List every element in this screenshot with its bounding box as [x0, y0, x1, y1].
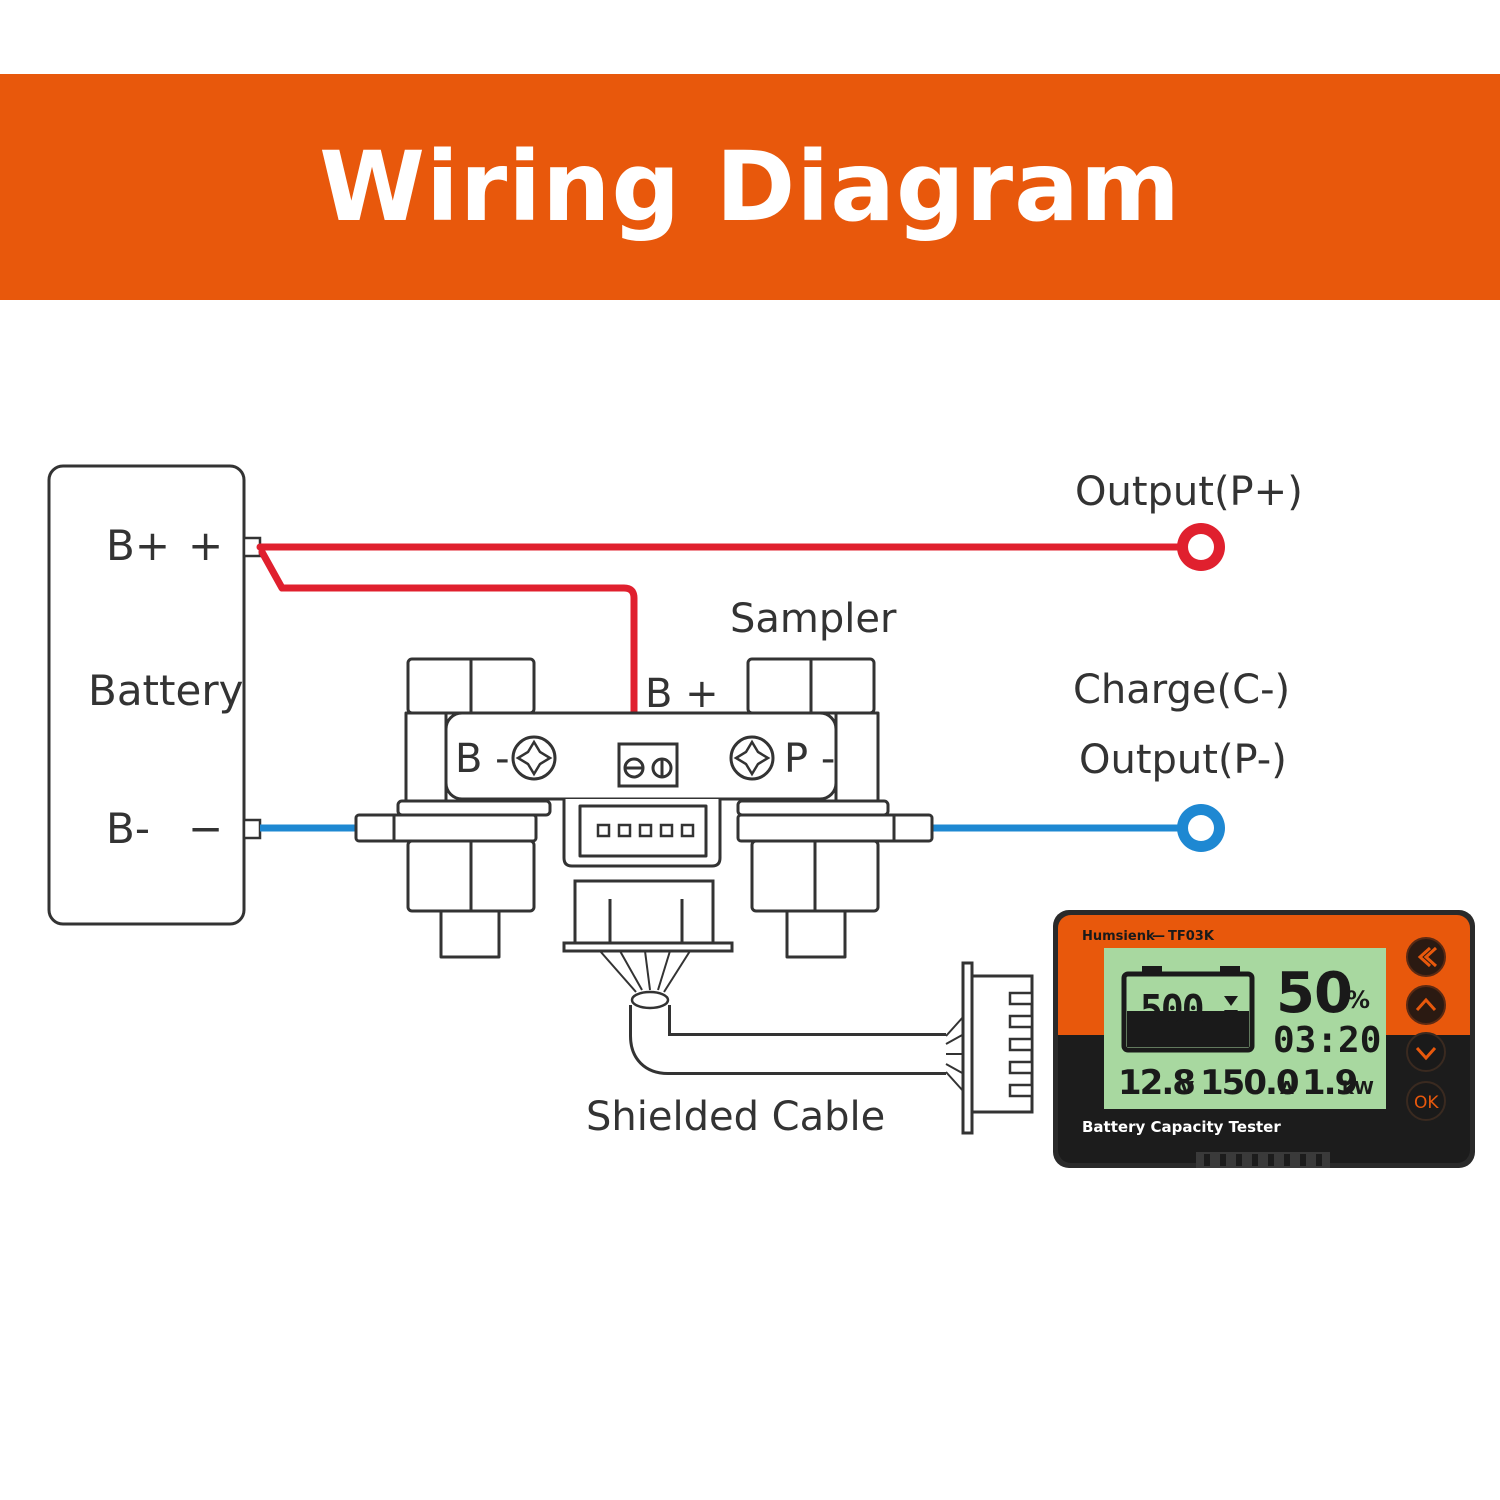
- meter-model: TF03K: [1168, 929, 1215, 944]
- lcd-power-unit: kW: [1342, 1078, 1374, 1099]
- meter-back-button[interactable]: [1406, 937, 1446, 977]
- lcd-percent-unit: %: [1346, 986, 1370, 1014]
- meter-plug: [961, 961, 1034, 1135]
- output-negative-label: Output(P-): [1079, 737, 1287, 783]
- cable-fan-wires: [599, 950, 691, 993]
- positive-wires: [256, 543, 1202, 772]
- page-title: Wiring Diagram: [319, 131, 1181, 243]
- battery-neg-label: B-: [106, 804, 150, 853]
- meter-ok-label: OK: [1414, 1093, 1439, 1113]
- chevron-up-icon: [1415, 997, 1437, 1012]
- battery-neg-sign: −: [188, 804, 223, 853]
- sampler-connector-pins: [596, 823, 695, 838]
- battery-neg-terminal: [242, 818, 262, 840]
- output-positive-terminal: [1177, 523, 1225, 571]
- output-negative-terminal: [1177, 804, 1225, 852]
- battery-tester-meter: Humsienk — TF03K 500 Ah 50 % 03:20 12.8 …: [1053, 910, 1475, 1168]
- battery-pos-sign: +: [188, 521, 223, 570]
- lcd-discharge-arrow-icon: [1224, 996, 1238, 1006]
- lcd-power-value: 1.9: [1302, 1063, 1357, 1103]
- meter-brand: Humsienk: [1082, 929, 1155, 944]
- meter-down-button[interactable]: [1406, 1032, 1446, 1072]
- lcd-voltage-value: 12.8: [1118, 1063, 1194, 1103]
- double-chevron-left-icon: [1417, 946, 1438, 968]
- lcd-battery-icon: [1121, 966, 1255, 1053]
- meter-up-button[interactable]: [1406, 985, 1446, 1025]
- svg-text:—: —: [1152, 929, 1165, 944]
- charge-label: Charge(C-): [1073, 667, 1290, 713]
- meter-footer-label: Battery Capacity Tester: [1082, 1118, 1281, 1136]
- header-banner: Wiring Diagram: [0, 74, 1500, 300]
- sampler-pminus-label: P -: [784, 736, 835, 782]
- shielded-cable: [629, 990, 965, 1093]
- cable-plug: [562, 879, 734, 953]
- lcd-voltage-unit: V: [1180, 1078, 1194, 1099]
- lcd-percent-value: 50: [1276, 961, 1352, 1026]
- pminus-screw-icon: [729, 735, 775, 781]
- shielded-cable-label: Shielded Cable: [586, 1094, 885, 1140]
- sampler-bplus-label: B +: [645, 671, 719, 717]
- sampler-bplus-wire: [258, 548, 638, 772]
- sampler-label: Sampler: [730, 596, 897, 642]
- battery: B+ + Battery B- −: [47, 464, 262, 926]
- lcd-time: 03:20: [1273, 1020, 1381, 1061]
- lcd-capacity-value: 500: [1140, 987, 1203, 1031]
- meter-ok-button[interactable]: OK: [1406, 1081, 1446, 1121]
- lcd-capacity-unit: Ah: [1202, 1010, 1223, 1026]
- lcd-current-unit: A: [1280, 1078, 1294, 1099]
- battery-pos-label: B+: [106, 521, 170, 570]
- chevron-down-icon: [1415, 1046, 1437, 1061]
- battery-label: Battery: [88, 666, 243, 715]
- bminus-screw-icon: [511, 735, 557, 781]
- sampler-bminus-label: B -: [455, 736, 510, 782]
- lcd-current-value: 150.0: [1200, 1063, 1299, 1103]
- bplus-terminal-block: [617, 742, 679, 788]
- output-positive-label: Output(P+): [1075, 469, 1303, 515]
